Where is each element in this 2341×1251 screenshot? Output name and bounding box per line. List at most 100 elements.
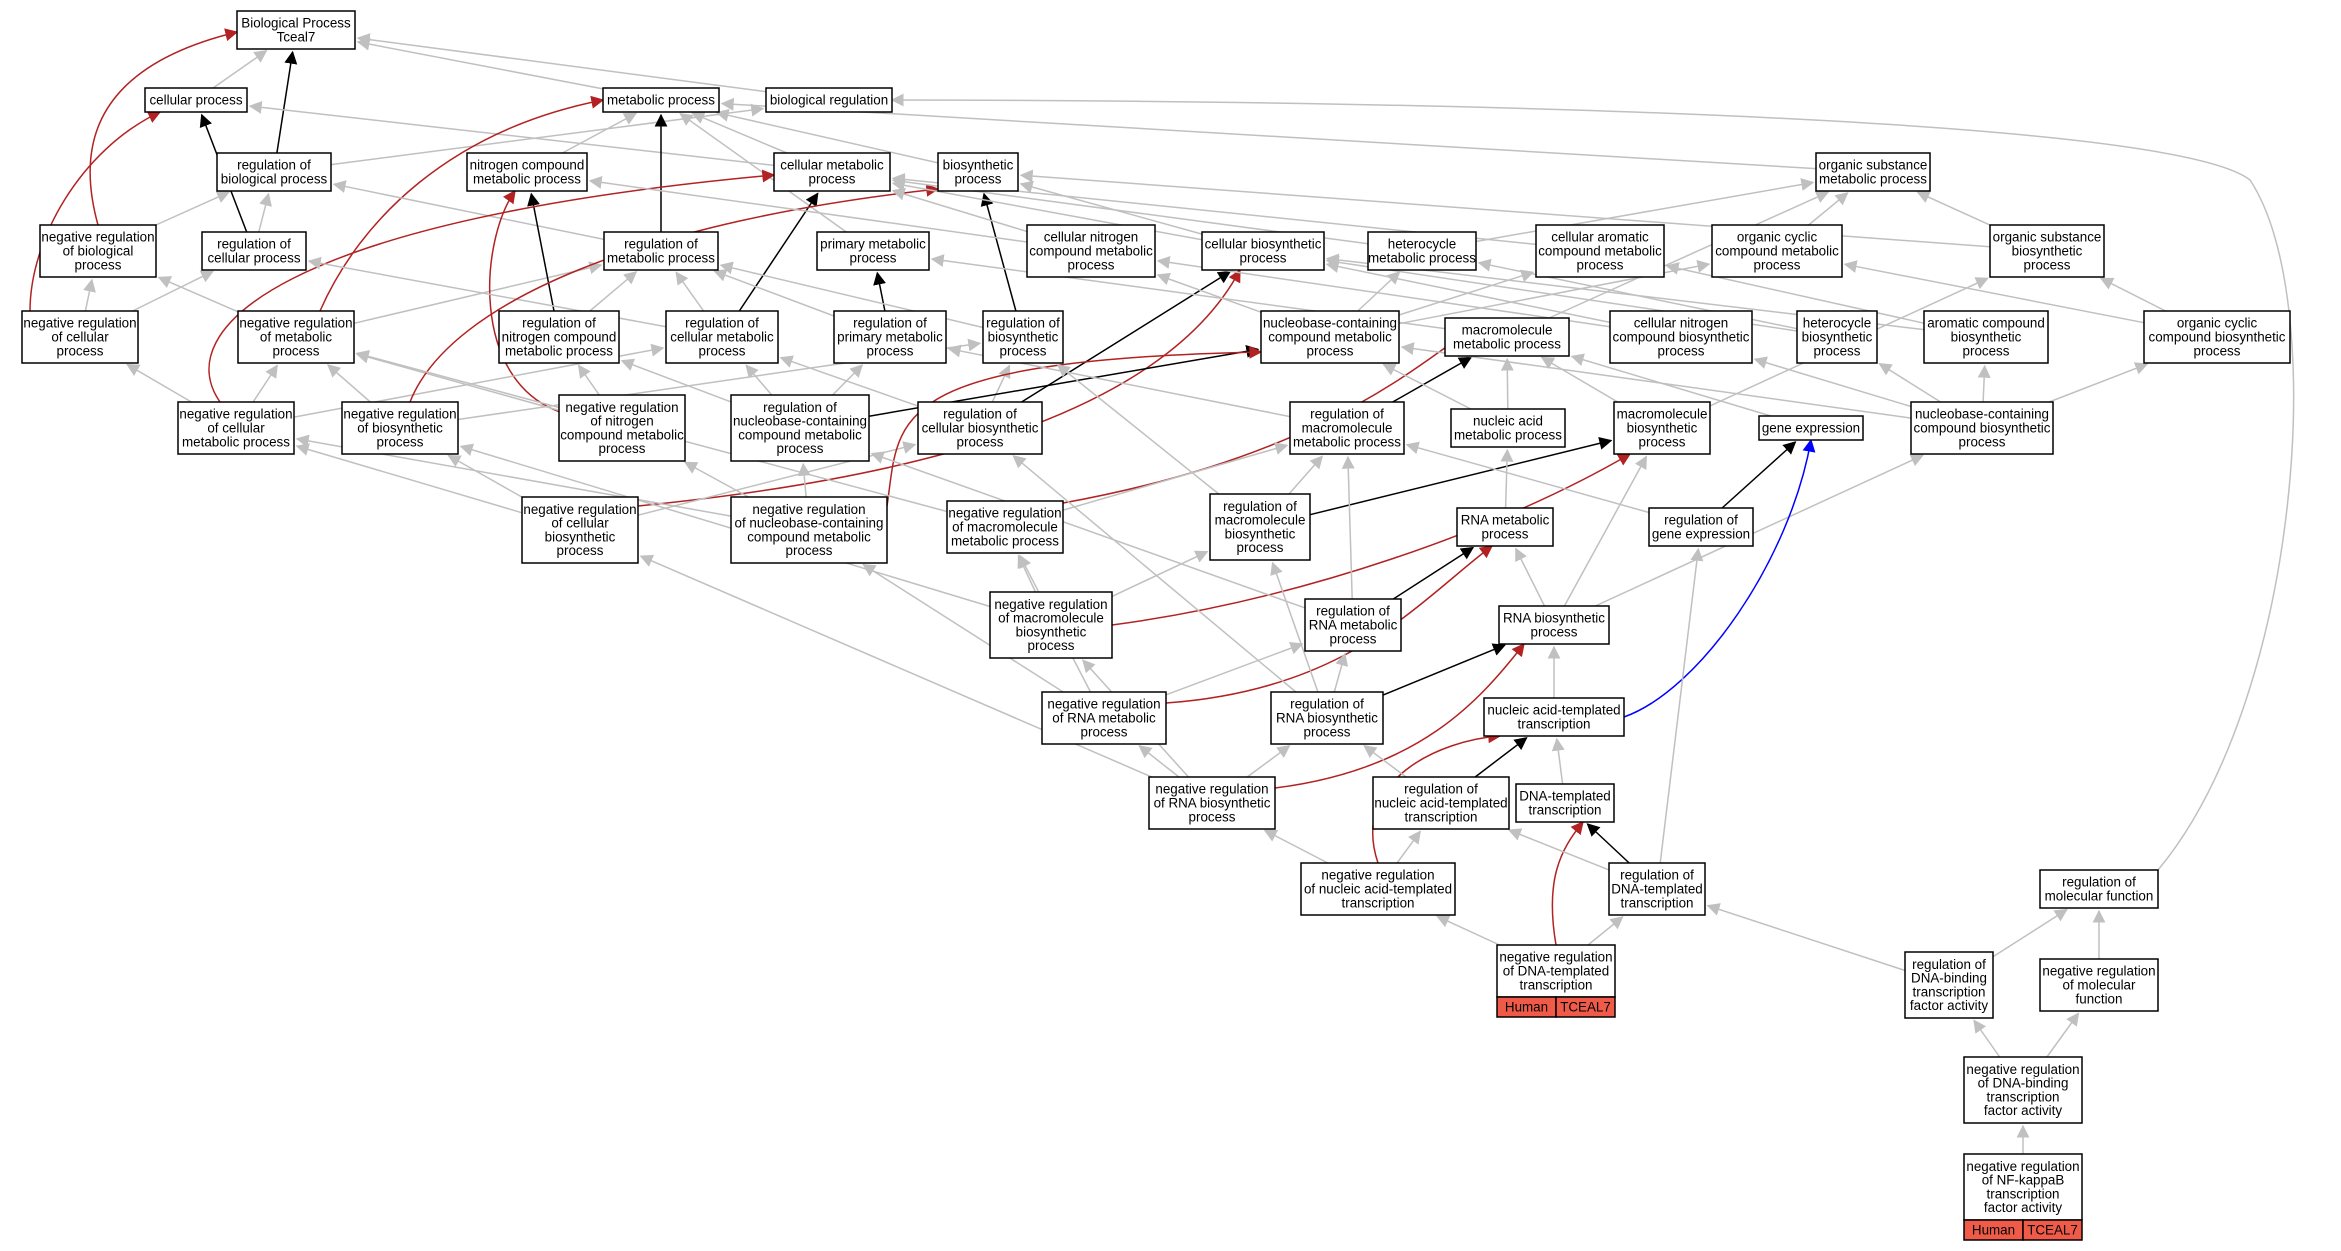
node-label-line: compound metabolic [747, 529, 871, 544]
node-label-line: cellular biosynthetic [922, 421, 1039, 436]
node-label-line: process [1028, 638, 1075, 653]
edge-is-a [1992, 908, 2068, 958]
go-term-node[interactable]: regulation ofmacromoleculebiosyntheticpr… [1209, 493, 1311, 561]
go-term-node[interactable]: regulation ofnucleobase-containingcompou… [730, 394, 870, 462]
node-label-line: negative regulation [523, 502, 636, 517]
node-box [1711, 224, 1843, 278]
go-term-node[interactable]: metabolic process [602, 87, 720, 113]
node-box [144, 87, 248, 113]
node-label-line: process [75, 257, 122, 272]
node-label-line: negative regulation [752, 502, 865, 517]
node-box [216, 152, 332, 192]
node-box [730, 496, 888, 564]
edge-negatively-regulates [1111, 453, 1632, 626]
edge-negatively-regulates [208, 169, 776, 403]
node-label-line: macromolecule [1462, 323, 1553, 338]
node-box [1026, 224, 1156, 278]
node-label-line: compound biosynthetic [1914, 421, 2051, 436]
node-label-line: metabolic process [1453, 336, 1561, 351]
node-label-line: transcription [1913, 984, 1986, 999]
go-term-node[interactable]: gene expression [1758, 415, 1864, 441]
node-box [1201, 231, 1325, 271]
node-label-line: cellular metabolic [780, 158, 884, 173]
node-label-line: DNA-templated [1611, 882, 1703, 897]
node-label-line: process [809, 171, 856, 186]
node-label-line: regulation of [763, 400, 837, 415]
node-label-line: transcription [1405, 809, 1478, 824]
edge-is-a [1288, 455, 1324, 495]
edge-is-a [258, 192, 272, 233]
edge-negatively-regulates [886, 345, 1263, 507]
node-label-line: negative regulation [179, 407, 292, 422]
node-label-line: organic cyclic [1737, 230, 1818, 245]
node-label-line: of NF-kappaB [1982, 1173, 2065, 1188]
node-box [1496, 944, 1616, 998]
go-term-node[interactable]: biological regulation [765, 87, 893, 113]
node-label-line: negative regulation [948, 506, 1061, 521]
edge-is-a [1400, 342, 1912, 419]
go-term-node[interactable]: cellular process [144, 87, 248, 113]
go-term-node[interactable]: regulation ofDNA-bindingtranscriptionfac… [1904, 951, 1994, 1019]
edge-is-a [252, 364, 278, 403]
node-box [1372, 776, 1510, 830]
node-label-line: regulation of [943, 407, 1017, 422]
